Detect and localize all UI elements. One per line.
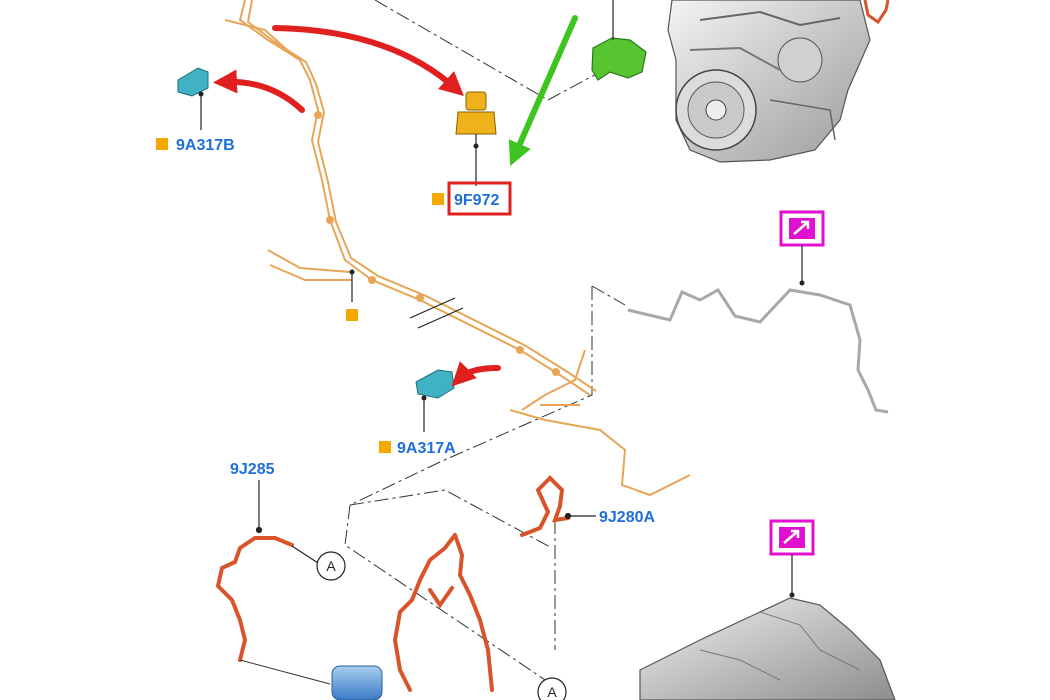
marker-squares bbox=[156, 138, 444, 453]
purge-valve bbox=[591, 0, 647, 81]
marker-square bbox=[379, 441, 391, 453]
red-arrows bbox=[213, 25, 501, 387]
circle-a-upper: A bbox=[291, 545, 346, 581]
circle-a-label: A bbox=[326, 558, 336, 574]
connector-9a317a bbox=[415, 369, 455, 432]
reference-box-top[interactable] bbox=[779, 210, 825, 286]
part-label-9f972[interactable]: 9F972 bbox=[454, 192, 499, 209]
construction-lines bbox=[344, 0, 626, 691]
sensor-9f972 bbox=[455, 91, 497, 186]
part-label-9j285[interactable]: 9J285 bbox=[230, 461, 275, 478]
hose-9j285 bbox=[215, 536, 294, 662]
part-label-9j280a[interactable]: 9J280A bbox=[599, 509, 655, 526]
grey-fuel-line bbox=[627, 288, 889, 414]
fuel-filter bbox=[239, 659, 383, 700]
connector-9a317b bbox=[177, 67, 209, 130]
circle-a-label: A bbox=[547, 684, 557, 700]
fuel-tank bbox=[639, 597, 896, 700]
external-reference-arrow-icon bbox=[779, 527, 805, 548]
part-label-9a317b[interactable]: 9A317B bbox=[176, 137, 235, 154]
fuel-line-clips bbox=[314, 111, 560, 376]
line-break-mark bbox=[409, 297, 464, 329]
bracket-leader bbox=[349, 269, 355, 302]
engine-illustration bbox=[667, 0, 890, 163]
hose-9j280a bbox=[520, 475, 570, 537]
external-reference-arrow-icon bbox=[789, 218, 815, 239]
circle-a-lower: A bbox=[537, 677, 567, 700]
hose-leaders bbox=[255, 480, 596, 534]
green-arrow bbox=[508, 15, 578, 166]
marker-square bbox=[346, 309, 358, 321]
marker-square bbox=[432, 193, 444, 205]
marker-square bbox=[156, 138, 168, 150]
reference-box-bottom[interactable] bbox=[769, 519, 815, 598]
part-label-9a317a[interactable]: 9A317A bbox=[397, 440, 456, 457]
hose-center bbox=[392, 533, 494, 692]
fuel-line-bundle bbox=[224, 0, 691, 497]
highlight-box-9f972 bbox=[447, 181, 512, 216]
